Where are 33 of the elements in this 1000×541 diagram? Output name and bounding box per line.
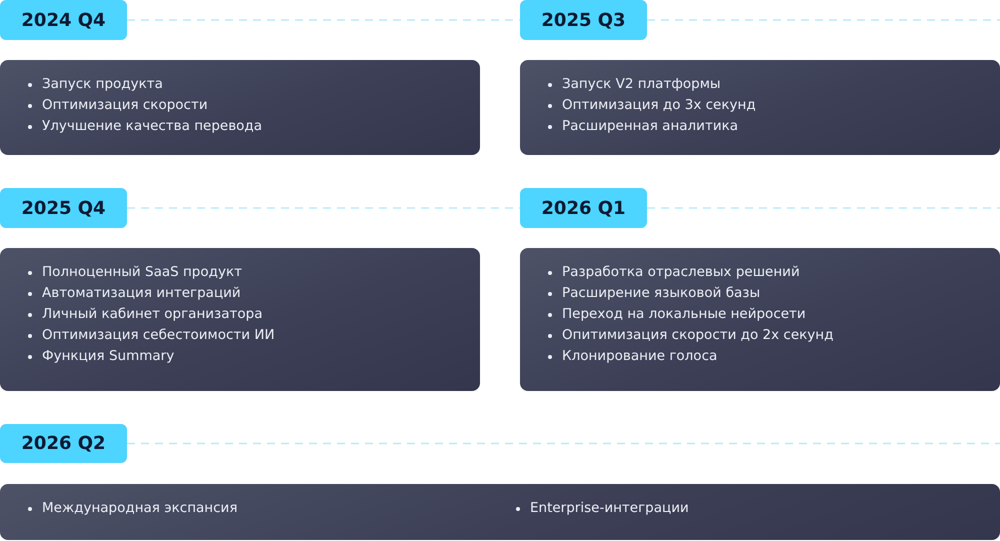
quarter-tag: 2025 Q4 xyxy=(0,188,127,228)
bullet-item: Международная экспансия xyxy=(27,498,238,519)
bullet-item: Автоматизация интеграций xyxy=(27,283,241,304)
bullet-item: Запуск V2 платформы xyxy=(547,74,721,95)
bullet-item: Запуск продукта xyxy=(27,74,163,95)
dashed-timeline-line xyxy=(647,19,1000,21)
roadmap-card xyxy=(0,484,1000,540)
dashed-timeline-line xyxy=(127,207,520,209)
dashed-timeline-line xyxy=(127,442,1000,444)
quarter-tag: 2026 Q2 xyxy=(0,424,127,463)
roadmap-card xyxy=(520,60,1000,155)
quarter-tag: 2026 Q1 xyxy=(520,188,647,228)
bullet-item: Оптимизация себестоимости ИИ xyxy=(27,325,275,346)
roadmap-card xyxy=(520,248,1000,391)
bullet-item: Оптимизация скорости xyxy=(27,95,208,116)
dashed-timeline-line xyxy=(647,207,1000,209)
bullet-item: Личный кабинет организатора xyxy=(27,304,262,325)
bullet-item: Полноценный SaaS продукт xyxy=(27,262,242,283)
quarter-tag: 2024 Q4 xyxy=(0,0,127,40)
bullet-item: Клонирование голоса xyxy=(547,346,718,367)
dashed-timeline-line xyxy=(127,19,520,21)
bullet-item: Улучшение качества перевода xyxy=(27,116,262,137)
bullet-item: Разработка отраслевых решений xyxy=(547,262,800,283)
bullet-item: Enterprise-интеграции xyxy=(515,498,689,519)
bullet-item: Расширенная аналитика xyxy=(547,116,738,137)
quarter-tag: 2025 Q3 xyxy=(520,0,647,40)
bullet-item: Переход на локальные нейросети xyxy=(547,304,806,325)
bullet-item: Расширение языковой базы xyxy=(547,283,760,304)
bullet-item: Функция Summary xyxy=(27,346,174,367)
bullet-item: Опитимизация скорости до 2х секунд xyxy=(547,325,834,346)
roadmap-card xyxy=(0,60,480,155)
bullet-item: Оптимизация до 3х секунд xyxy=(547,95,756,116)
roadmap-card xyxy=(0,248,480,391)
